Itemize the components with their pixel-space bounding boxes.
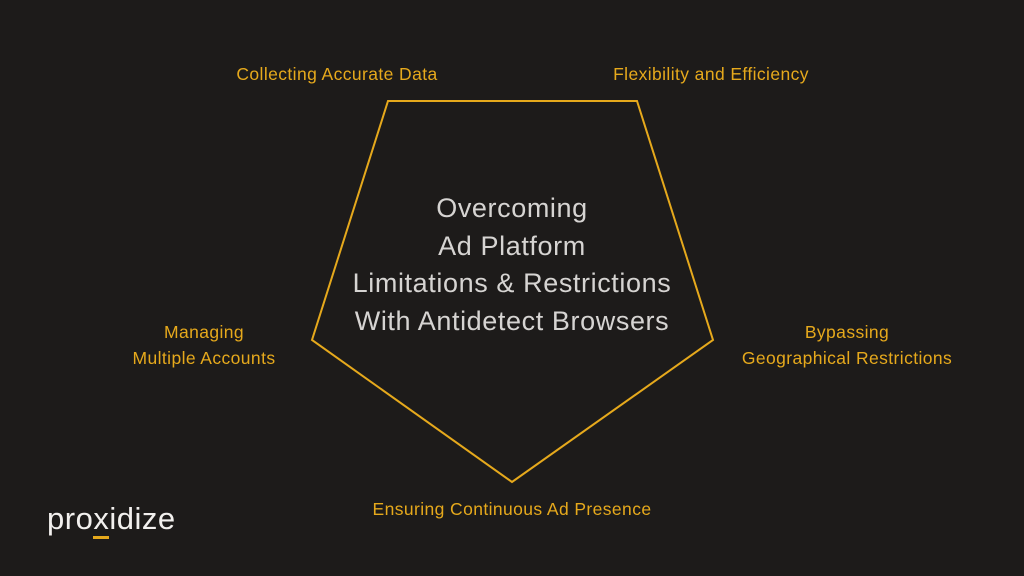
label-collecting-accurate-data: Collecting Accurate Data [177, 61, 497, 87]
label-line-2: Multiple Accounts [132, 348, 276, 368]
pentagon-title: Overcoming Ad Platform Limitations & Res… [262, 190, 762, 340]
label-line-2: Geographical Restrictions [741, 348, 953, 368]
title-line-3: Limitations & Restrictions [352, 268, 672, 298]
title-line-4: With Antidetect Browsers [354, 305, 670, 336]
pentagon-outline [310, 100, 715, 484]
label-ensuring-continuous-ad-presence: Ensuring Continuous Ad Presence [352, 496, 672, 522]
title-line-2: Ad Platform [438, 230, 586, 261]
logo-suffix: idize [109, 501, 176, 536]
proxidize-logo: proxidize [47, 501, 176, 539]
label-flexibility-and-efficiency: Flexibility and Efficiency [551, 61, 871, 87]
label-managing-multiple-accounts: Managing Multiple Accounts [44, 319, 364, 371]
label-text: Flexibility and Efficiency [613, 64, 809, 84]
label-bypassing-geographical-restrictions: Bypassing Geographical Restrictions [687, 319, 1007, 371]
label-line-1: Bypassing [804, 322, 890, 342]
title-line-1: Overcoming [436, 193, 588, 223]
logo-underlined-letter: x [93, 502, 110, 539]
logo-prefix: pro [47, 501, 94, 536]
label-text: Ensuring Continuous Ad Presence [372, 499, 652, 519]
label-text: Collecting Accurate Data [236, 64, 438, 84]
label-line-1: Managing [163, 322, 245, 342]
